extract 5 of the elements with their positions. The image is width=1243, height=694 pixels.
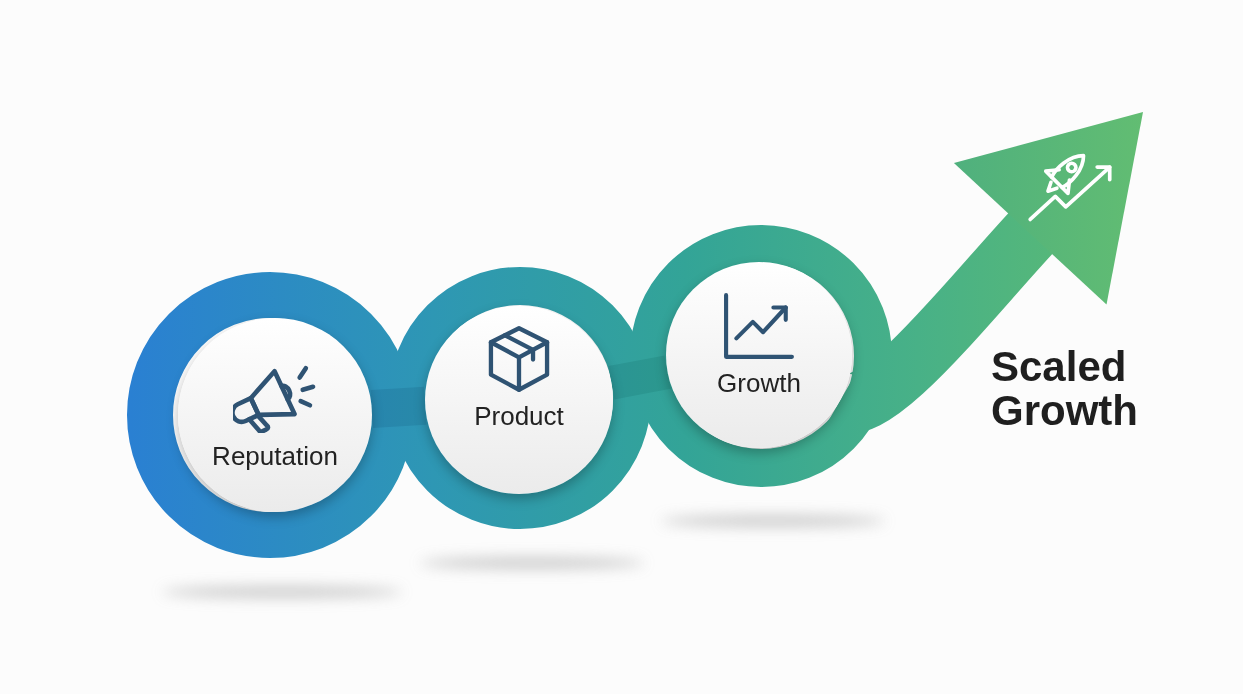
step-label: Product (474, 401, 564, 431)
ribbon-band (370, 386, 427, 428)
step-label: Growth (717, 368, 801, 398)
step-label: Reputation (212, 441, 338, 471)
ribbon-band (608, 355, 671, 400)
